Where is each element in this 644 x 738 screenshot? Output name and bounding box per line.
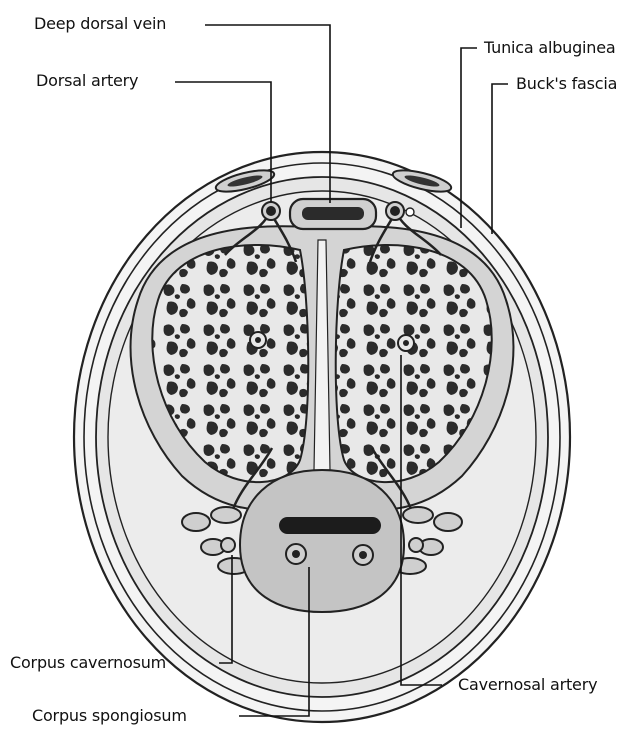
deep-dorsal-vein-shape [290,199,376,229]
label-tunica-albuginea: Tunica albuginea [484,38,616,58]
label-corpus-spongiosum: Corpus spongiosum [32,706,187,726]
label-cavernosal-artery: Cavernosal artery [458,675,597,695]
label-deep-dorsal-vein: Deep dorsal vein [34,14,166,34]
leader-bucks-fascia [492,84,508,234]
label-dorsal-artery: Dorsal artery [36,71,138,91]
label-bucks-fascia: Buck's fascia [516,74,617,94]
leader-tunica-albuginea [461,48,477,228]
label-corpus-cavernosum: Corpus cavernosum [10,653,166,673]
corpus-spongiosum-shape [240,470,404,612]
